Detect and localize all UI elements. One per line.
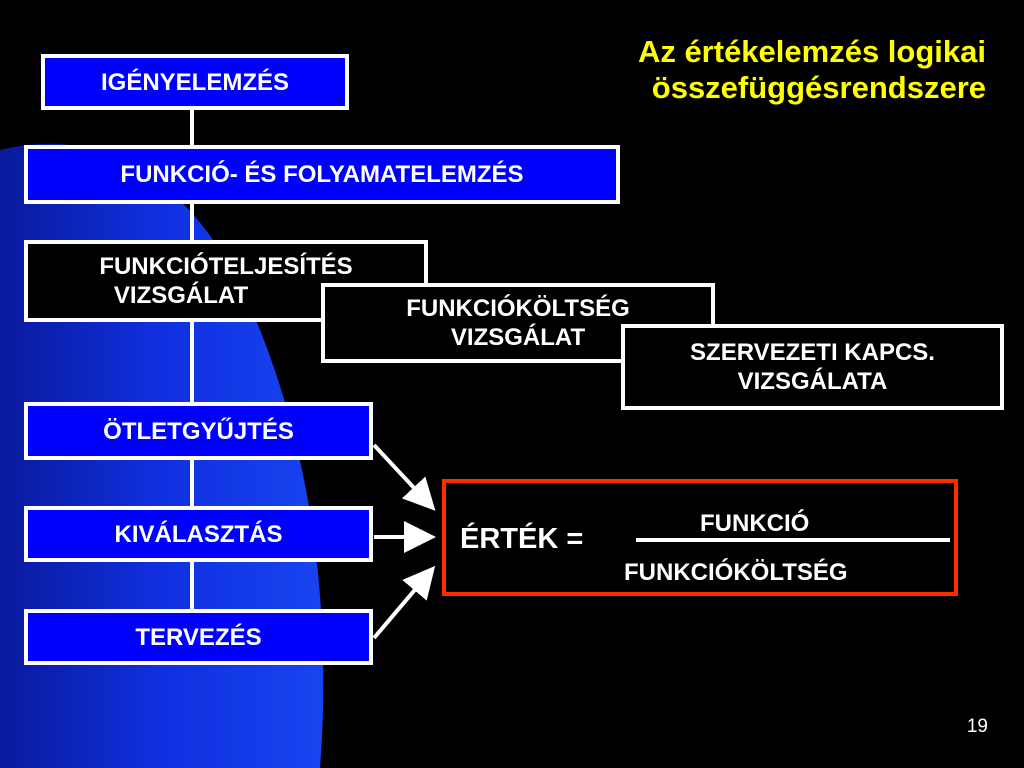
funkciokoltseg-line-2: VIZSGÁLAT [450,324,586,351]
kivalasztas-label: KIVÁLASZTÁS [114,520,283,548]
page-number: 19 [966,716,988,737]
formula-lhs: ÉRTÉK = [460,523,584,555]
formula-denominator: FUNKCIÓKÖLTSÉG [624,559,848,586]
connector-line [190,203,194,241]
connector-line [190,560,194,610]
szervezeti-line-1: SZERVEZETI KAPCS. [690,339,935,366]
formula-numerator: FUNKCIÓ [700,510,810,537]
szervezeti-line-2: VIZSGÁLATA [737,368,888,395]
fraction-line [636,538,950,542]
connector-line [190,459,194,507]
slide-title: Az értékelemzés logikai összefüggésrends… [638,34,986,106]
kivalasztas-box: KIVÁLASZTÁS [24,506,373,562]
szervezeti-kapcs-box: SZERVEZETI KAPCS. VIZSGÁLATA [621,324,1004,410]
funkcio-folyamatelemzes-label: FUNKCIÓ- ÉS FOLYAMATELEMZÉS [120,161,524,188]
otletgyujtes-label: ÖTLETGYŰJTÉS [103,417,294,445]
tervezes-label: TERVEZÉS [135,623,262,651]
value-formula-box: ÉRTÉK = FUNKCIÓ FUNKCIÓKÖLTSÉG [442,479,958,596]
igenyelemzes-label: IGÉNYELEMZÉS [100,68,290,96]
funkcio-folyamatelemzes-box: FUNKCIÓ- ÉS FOLYAMATELEMZÉS [24,145,620,204]
arrow-tervezes-to-formula [372,565,436,640]
title-line-2: összefüggésrendszere [651,70,986,105]
tervezes-box: TERVEZÉS [24,609,373,665]
igenyelemzes-box: IGÉNYELEMZÉS [41,54,349,110]
funkciokoltseg-line-1: FUNKCIÓKÖLTSÉG [406,295,630,322]
otletgyujtes-box: ÖTLETGYŰJTÉS [24,402,373,460]
funkcioteljesites-line-1: FUNKCIÓTELJESÍTÉS [99,253,353,280]
title-line-1: Az értékelemzés logikai [637,34,986,69]
arrow-otletgyujtes-to-formula [372,443,436,511]
connector-line [190,320,194,402]
funkcioteljesites-line-2: VIZSGÁLAT [113,282,249,309]
connector-line [190,108,194,146]
